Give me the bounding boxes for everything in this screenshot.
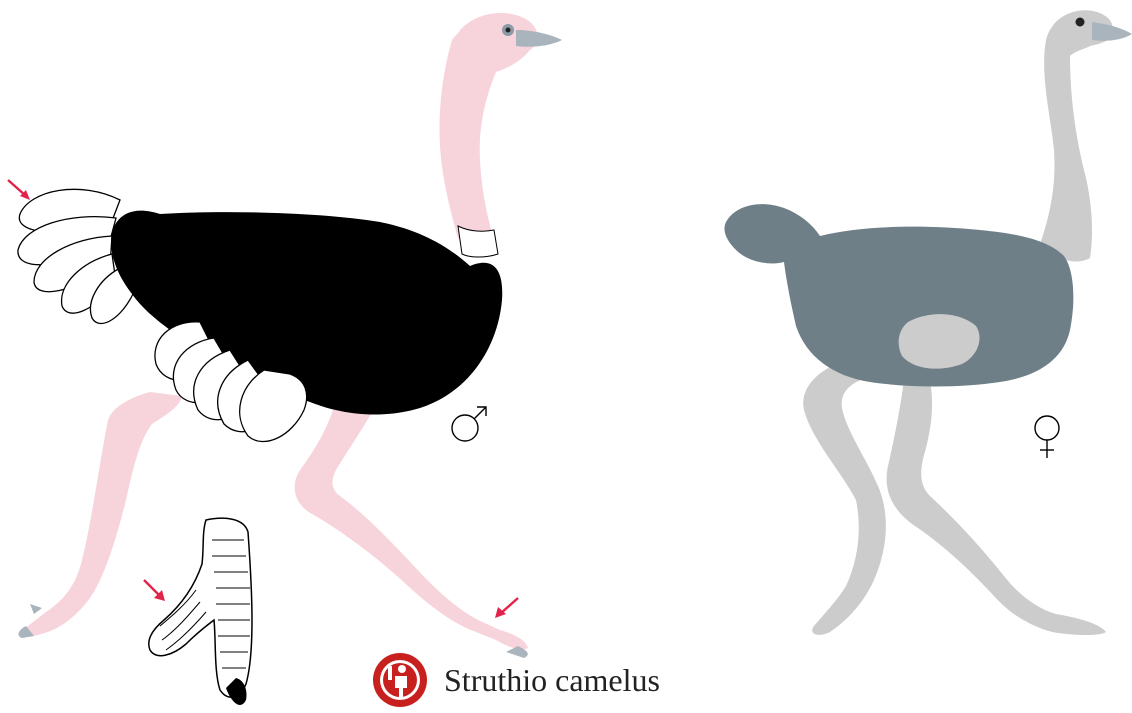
arrow-male-toe: [495, 598, 518, 618]
arrow-foot-detail: [144, 580, 165, 601]
male-symbol-icon: [452, 407, 486, 441]
female-back-leg: [803, 366, 886, 635]
female-body: [724, 204, 1073, 386]
female-eye: [1076, 18, 1085, 27]
male-beak: [516, 30, 562, 47]
male-claw: [30, 604, 42, 614]
ostrich-foot-icon: [149, 518, 252, 705]
female-thigh-feathers: [899, 314, 980, 369]
arrow-tail: [8, 180, 30, 200]
red-circle-person-icon: [372, 652, 428, 708]
male-front-leg: [295, 392, 528, 649]
female-front-leg: [887, 380, 1106, 635]
male-eye-pupil: [506, 28, 511, 33]
species-name: Struthio camelus: [444, 662, 660, 699]
male-body: [111, 211, 502, 415]
female-neck: [1040, 11, 1108, 261]
species-caption: Struthio camelus: [372, 652, 660, 708]
female-ostrich: [724, 10, 1132, 635]
male-ostrich: [18, 13, 562, 658]
female-symbol-icon: [1035, 416, 1059, 458]
male-back-leg: [25, 392, 182, 636]
